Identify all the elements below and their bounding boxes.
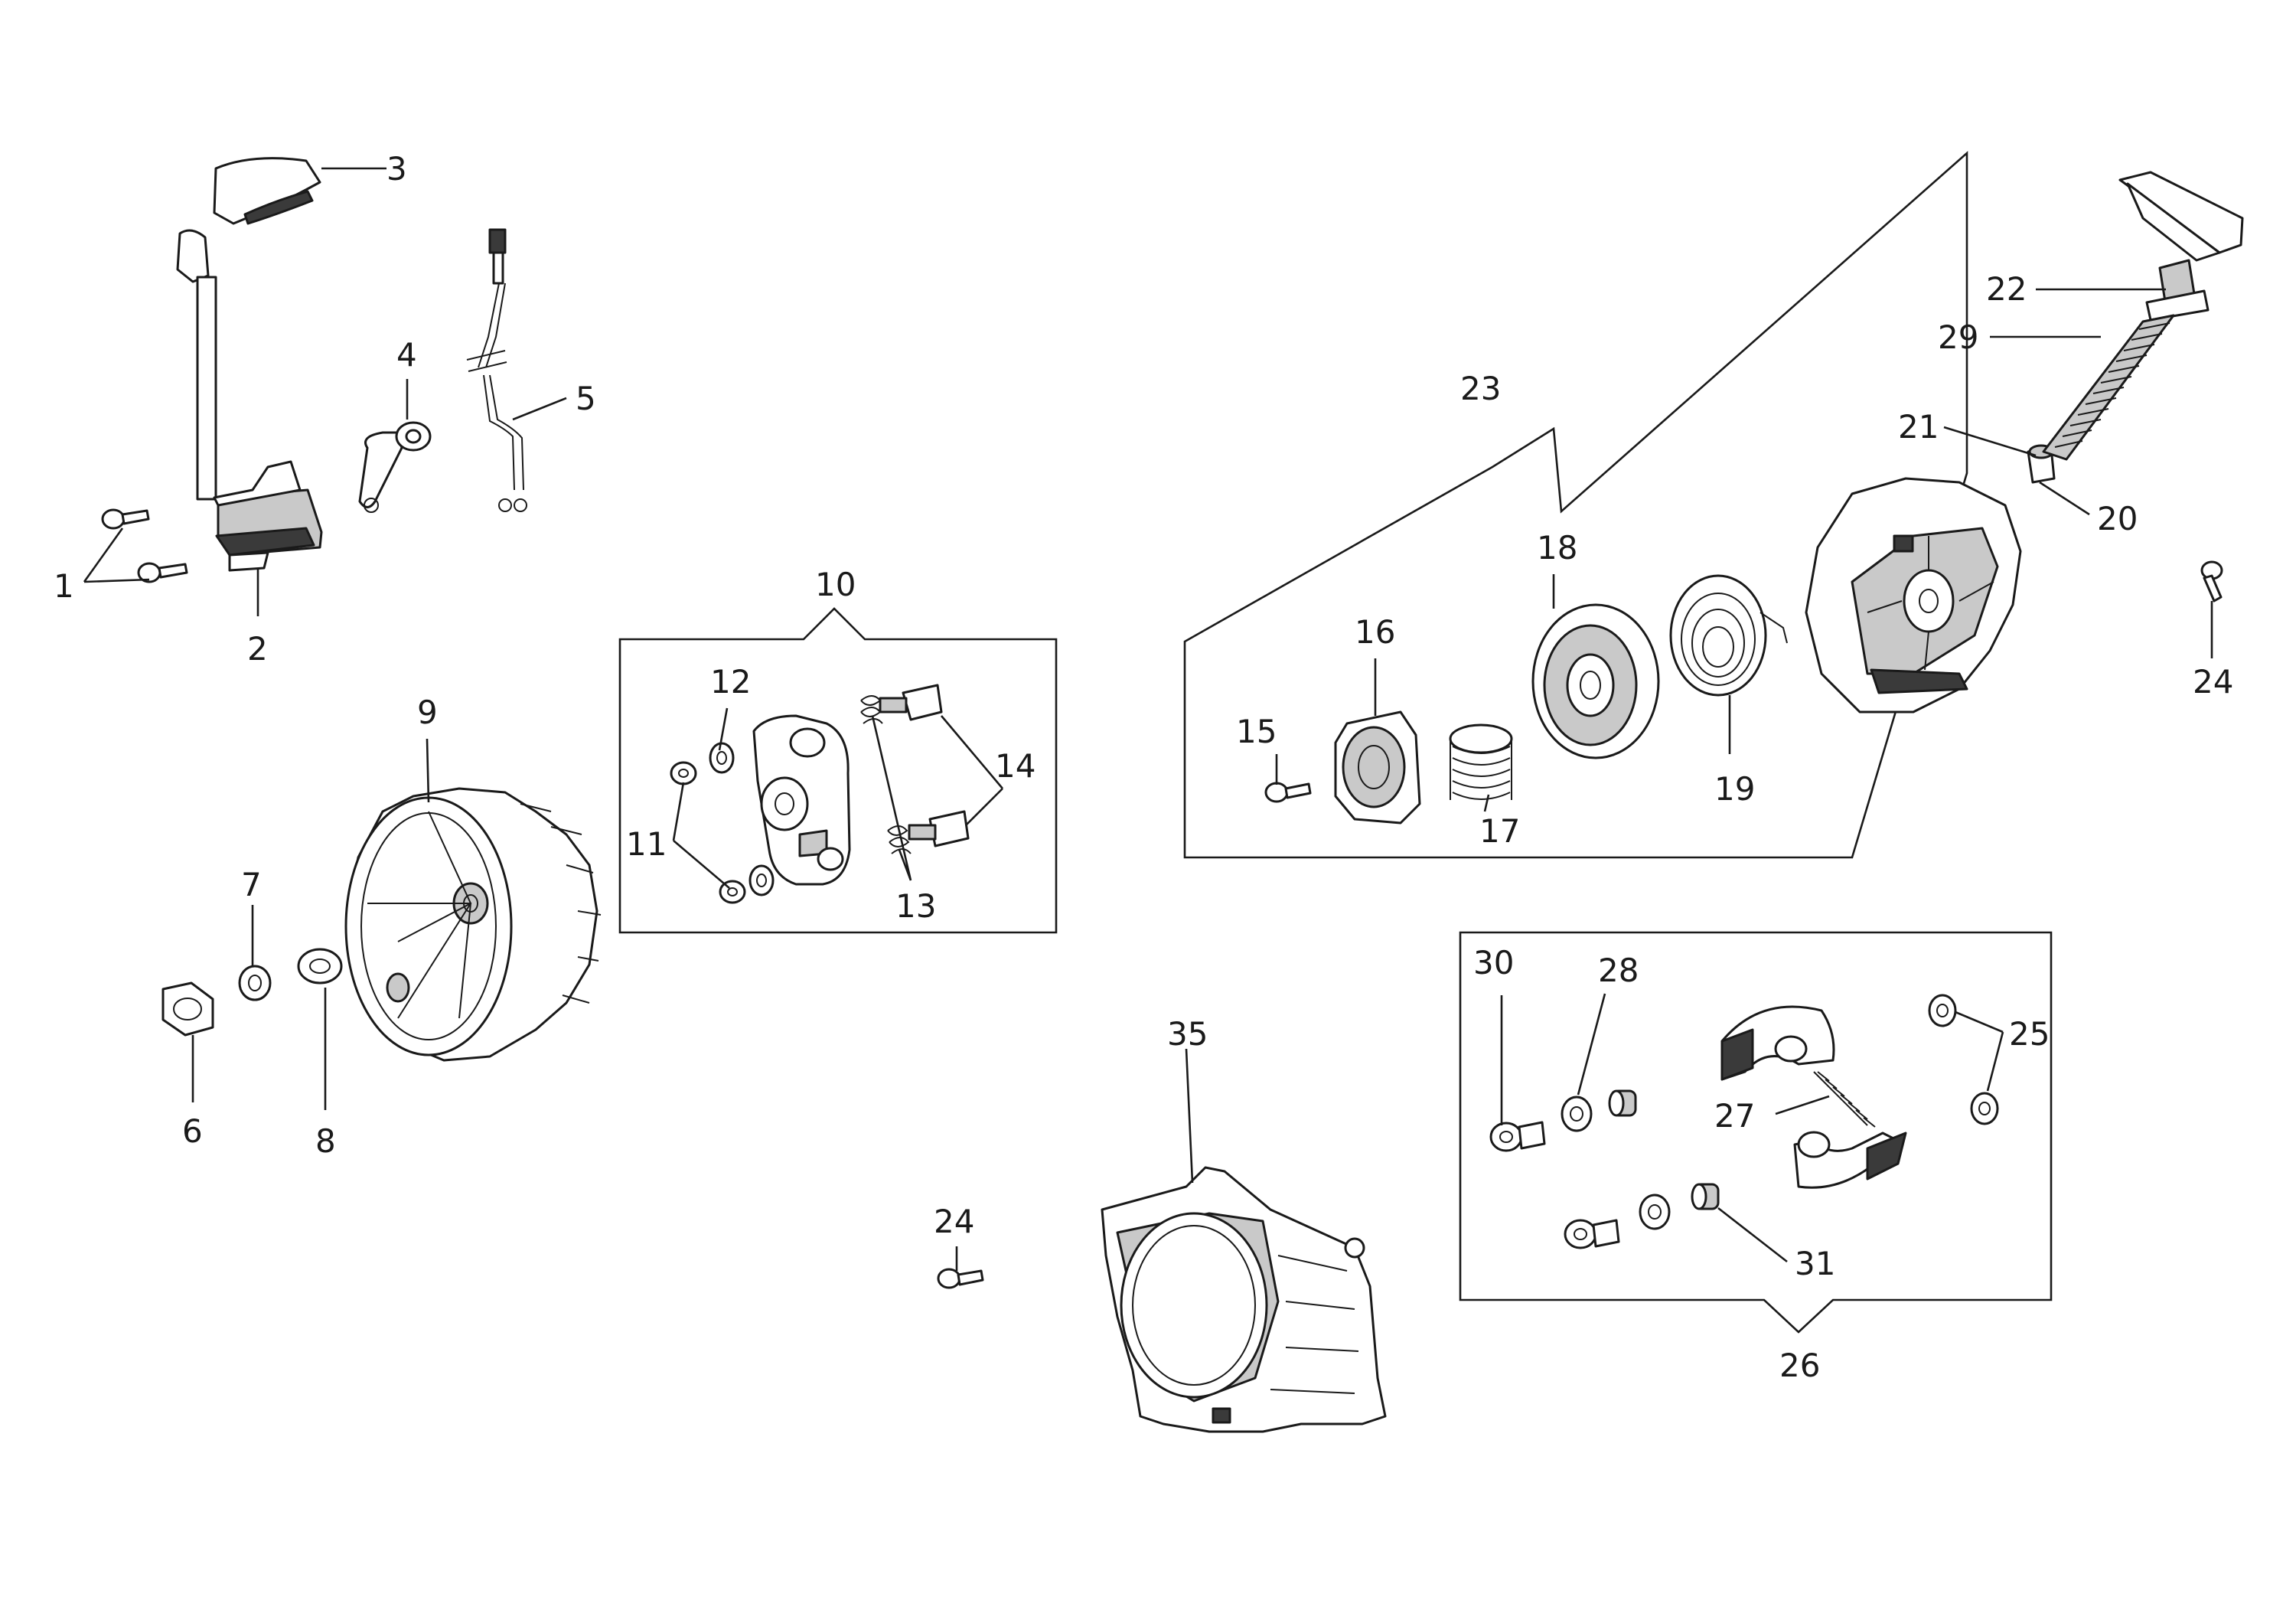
bracket-4-part: [358, 421, 432, 513]
label-26: 26: [1779, 1347, 1820, 1384]
part-labels: 1 2 3 4 5 6 7 8 9 10 11 12 13 14 15 16 1…: [54, 150, 2233, 1384]
clips-11-part: [670, 761, 746, 904]
label-31: 31: [1795, 1245, 1835, 1282]
label-23: 23: [1460, 370, 1501, 407]
label-12: 12: [710, 663, 751, 700]
label-27: 27: [1714, 1097, 1755, 1135]
label-22: 22: [1986, 270, 2027, 308]
ignition-coil-part: [176, 157, 323, 572]
label-14: 14: [995, 747, 1035, 785]
bolts-30-part: [1489, 1121, 1620, 1249]
flywheel-9-part: [344, 787, 602, 1062]
screws-1-part: [101, 508, 188, 583]
washers-28-part: [1561, 1096, 1671, 1230]
label-6: 6: [182, 1112, 203, 1150]
label-1: 1: [54, 567, 74, 605]
nut-6-part: [161, 981, 214, 1037]
label-35: 35: [1167, 1015, 1208, 1053]
pawl-plate-part: [752, 714, 851, 886]
pulley-16-part: [1334, 710, 1421, 825]
label-28: 28: [1598, 952, 1639, 989]
label-24-right: 24: [2193, 663, 2233, 700]
washer-8-part: [297, 948, 343, 985]
clutch-spring-27-part: [1813, 1071, 1876, 1128]
label-24-left: 24: [934, 1203, 974, 1240]
handle-22-part: [2118, 171, 2244, 322]
label-13: 13: [895, 887, 936, 925]
label-9: 9: [417, 694, 438, 731]
label-5: 5: [576, 380, 596, 417]
washers-12-part: [709, 742, 775, 896]
label-20: 20: [2097, 500, 2138, 537]
washer-7-part: [238, 965, 272, 1001]
screw-24-right-part: [2200, 560, 2223, 603]
wire-harness-5-part: [466, 228, 527, 512]
label-29: 29: [1938, 318, 1978, 356]
label-15: 15: [1236, 713, 1277, 750]
label-7: 7: [241, 866, 262, 903]
spring-17-part: [1449, 723, 1513, 800]
fan-housing-35-part: [1101, 1166, 1387, 1433]
leader-lines: [83, 167, 2213, 1271]
pawls-14-part: [879, 684, 970, 847]
label-17: 17: [1479, 812, 1520, 850]
recoil-starter-group-frame: [1183, 151, 1968, 859]
clutch-shoes-part: [1720, 1005, 1907, 1189]
label-4: 4: [396, 336, 417, 374]
screw-15-part: [1264, 782, 1312, 803]
label-21: 21: [1898, 408, 1939, 446]
rope-pulley-18-part: [1531, 603, 1660, 759]
screw-24-left-part: [937, 1268, 984, 1289]
washers-25-part: [1928, 994, 1999, 1125]
label-30: 30: [1473, 944, 1514, 981]
bushings-31-part: [1608, 1089, 1720, 1210]
rope-sleeve-29-part: [2042, 314, 2175, 461]
label-11: 11: [626, 825, 667, 863]
label-3: 3: [386, 150, 407, 188]
starter-housing-20-part: [1805, 477, 2022, 714]
label-8: 8: [315, 1122, 336, 1160]
label-2: 2: [247, 630, 268, 668]
recoil-spring-19-part: [1669, 574, 1788, 697]
label-18: 18: [1537, 529, 1577, 567]
clutch-group-frame: [1459, 931, 2053, 1334]
bracket-10-frame: [618, 607, 1058, 934]
label-16: 16: [1355, 613, 1395, 651]
label-19: 19: [1714, 770, 1755, 808]
label-10: 10: [815, 566, 856, 603]
label-25: 25: [2009, 1015, 2050, 1053]
